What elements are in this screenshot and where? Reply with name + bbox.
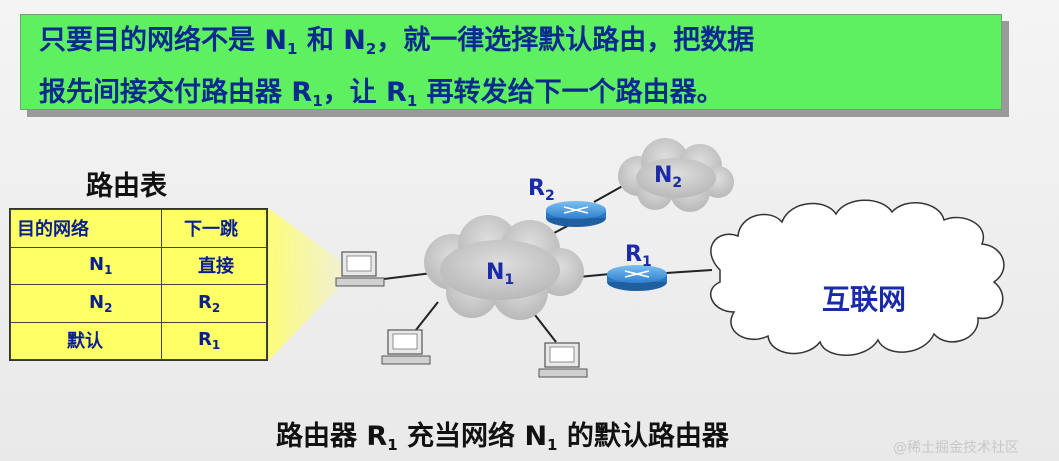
diagram-caption: 路由器 R1 充当网络 N1 的默认路由器: [276, 421, 729, 454]
n1-cloud: [424, 215, 584, 320]
internet-label: 互联网: [822, 283, 907, 316]
routing-table: 目的网络 下一跳 N1 直接 N2 R2 默认 R1: [9, 208, 268, 361]
next-hop-cell: 直接: [161, 246, 267, 285]
watermark: @稀土掘金技术社区: [893, 440, 1019, 456]
dest-header: 目的网络: [10, 209, 162, 248]
internet-cloud: [709, 199, 1005, 356]
table-pointer-beam: [268, 208, 342, 361]
router-r2-icon: [546, 201, 606, 227]
r1-label: R1: [625, 242, 652, 270]
next-hop-header: 下一跳: [161, 209, 267, 248]
table-row: 默认 R1: [10, 321, 267, 360]
n2-label: N2: [654, 163, 683, 191]
table-row: N2 R2: [10, 284, 267, 323]
host-computer-icon: [538, 342, 588, 378]
dest-cell: N2: [10, 284, 162, 323]
host-computer-icon: [335, 251, 385, 287]
dest-cell: N1: [10, 246, 162, 285]
info-banner: 只要目的网络不是 N1 和 N2，就一律选择默认路由，把数据 报先间接交付路由器…: [20, 14, 1002, 110]
router-r1-icon: [607, 265, 667, 291]
next-hop-cell: R1: [161, 321, 267, 360]
banner-line-1: 只要目的网络不是 N1 和 N2，就一律选择默认路由，把数据: [39, 25, 755, 58]
routing-table-title: 路由表: [86, 171, 167, 202]
r2-label: R2: [528, 176, 555, 204]
n1-label: N1: [486, 260, 515, 288]
dest-cell: 默认: [10, 321, 162, 360]
table-row: N1 直接: [10, 246, 267, 285]
banner-line-2: 报先间接交付路由器 R1，让 R1 再转发给下一个路由器。: [39, 77, 724, 110]
host-computer-icon: [381, 329, 431, 365]
n2-cloud: [618, 138, 734, 212]
next-hop-cell: R2: [161, 284, 267, 323]
routing-table-header: 目的网络 下一跳: [10, 209, 267, 248]
